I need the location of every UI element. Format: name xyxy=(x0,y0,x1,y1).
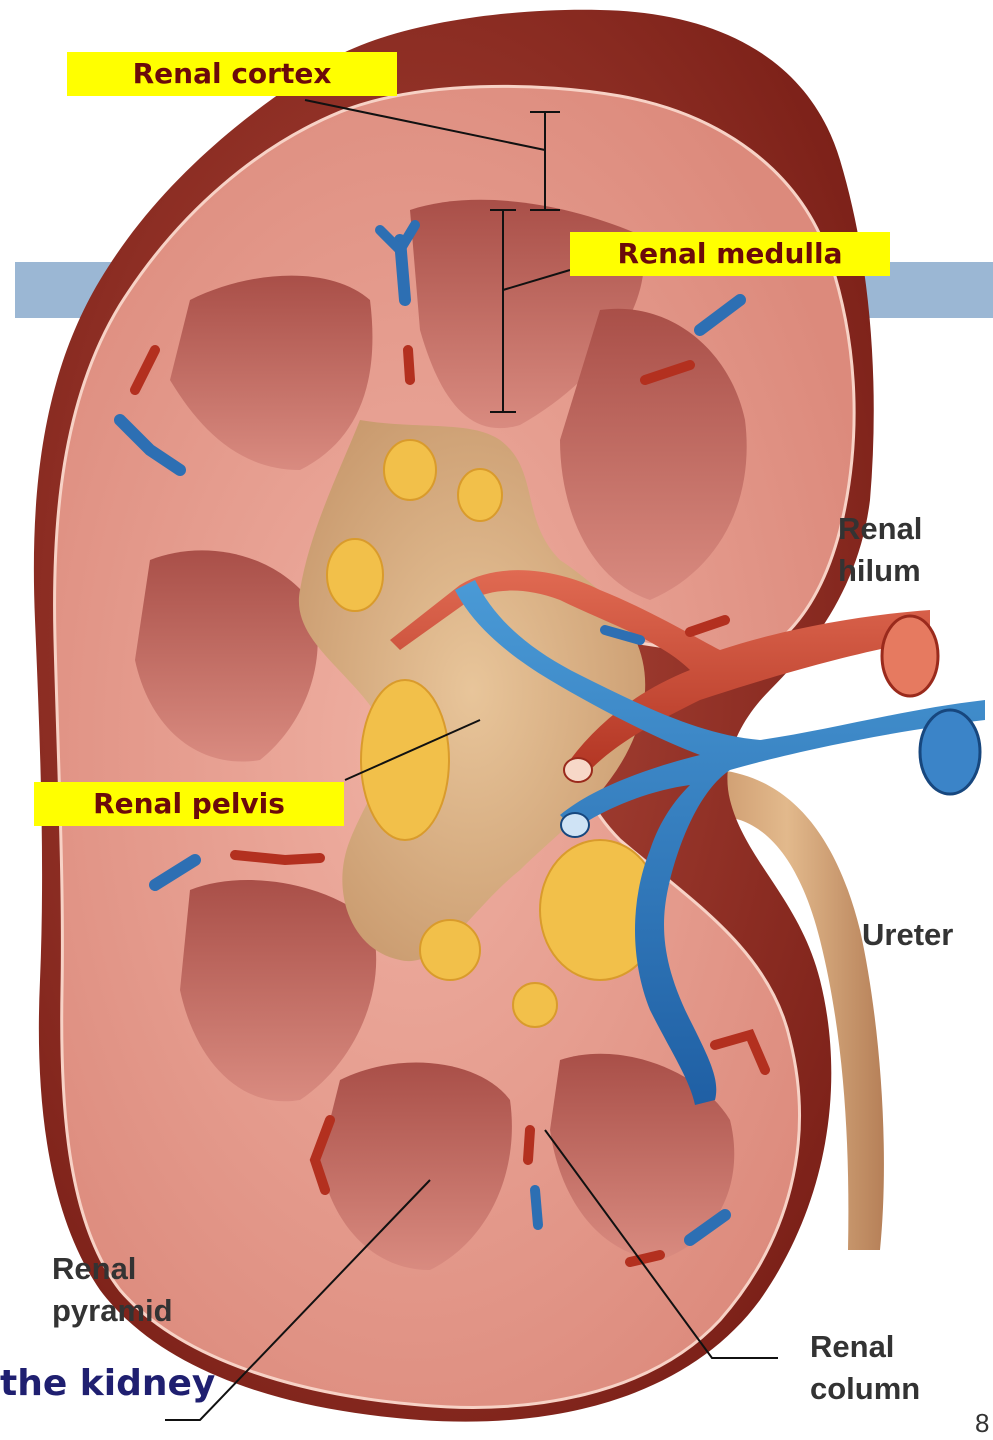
small-artery-opening xyxy=(564,758,592,782)
label-renal-hilum-line1: Renal xyxy=(838,510,922,548)
label-renal-column-line1: Renal xyxy=(810,1328,894,1366)
renal-vein-opening xyxy=(920,710,980,794)
label-renal-column-line2: column xyxy=(810,1370,920,1408)
label-renal-pelvis: Renal pelvis xyxy=(34,782,344,826)
label-renal-pyramid-line1: Renal xyxy=(52,1250,136,1288)
slide-title-fragment: the kidney xyxy=(0,1362,215,1406)
page-number: 8 xyxy=(975,1408,989,1438)
label-renal-cortex: Renal cortex xyxy=(67,52,397,96)
label-ureter: Ureter xyxy=(862,916,953,954)
small-vein-opening xyxy=(561,813,589,837)
renal-artery-opening xyxy=(882,616,938,696)
label-renal-medulla: Renal medulla xyxy=(570,232,890,276)
label-renal-hilum-line2: hilum xyxy=(838,552,921,590)
label-renal-pyramid-line2: pyramid xyxy=(52,1292,173,1330)
